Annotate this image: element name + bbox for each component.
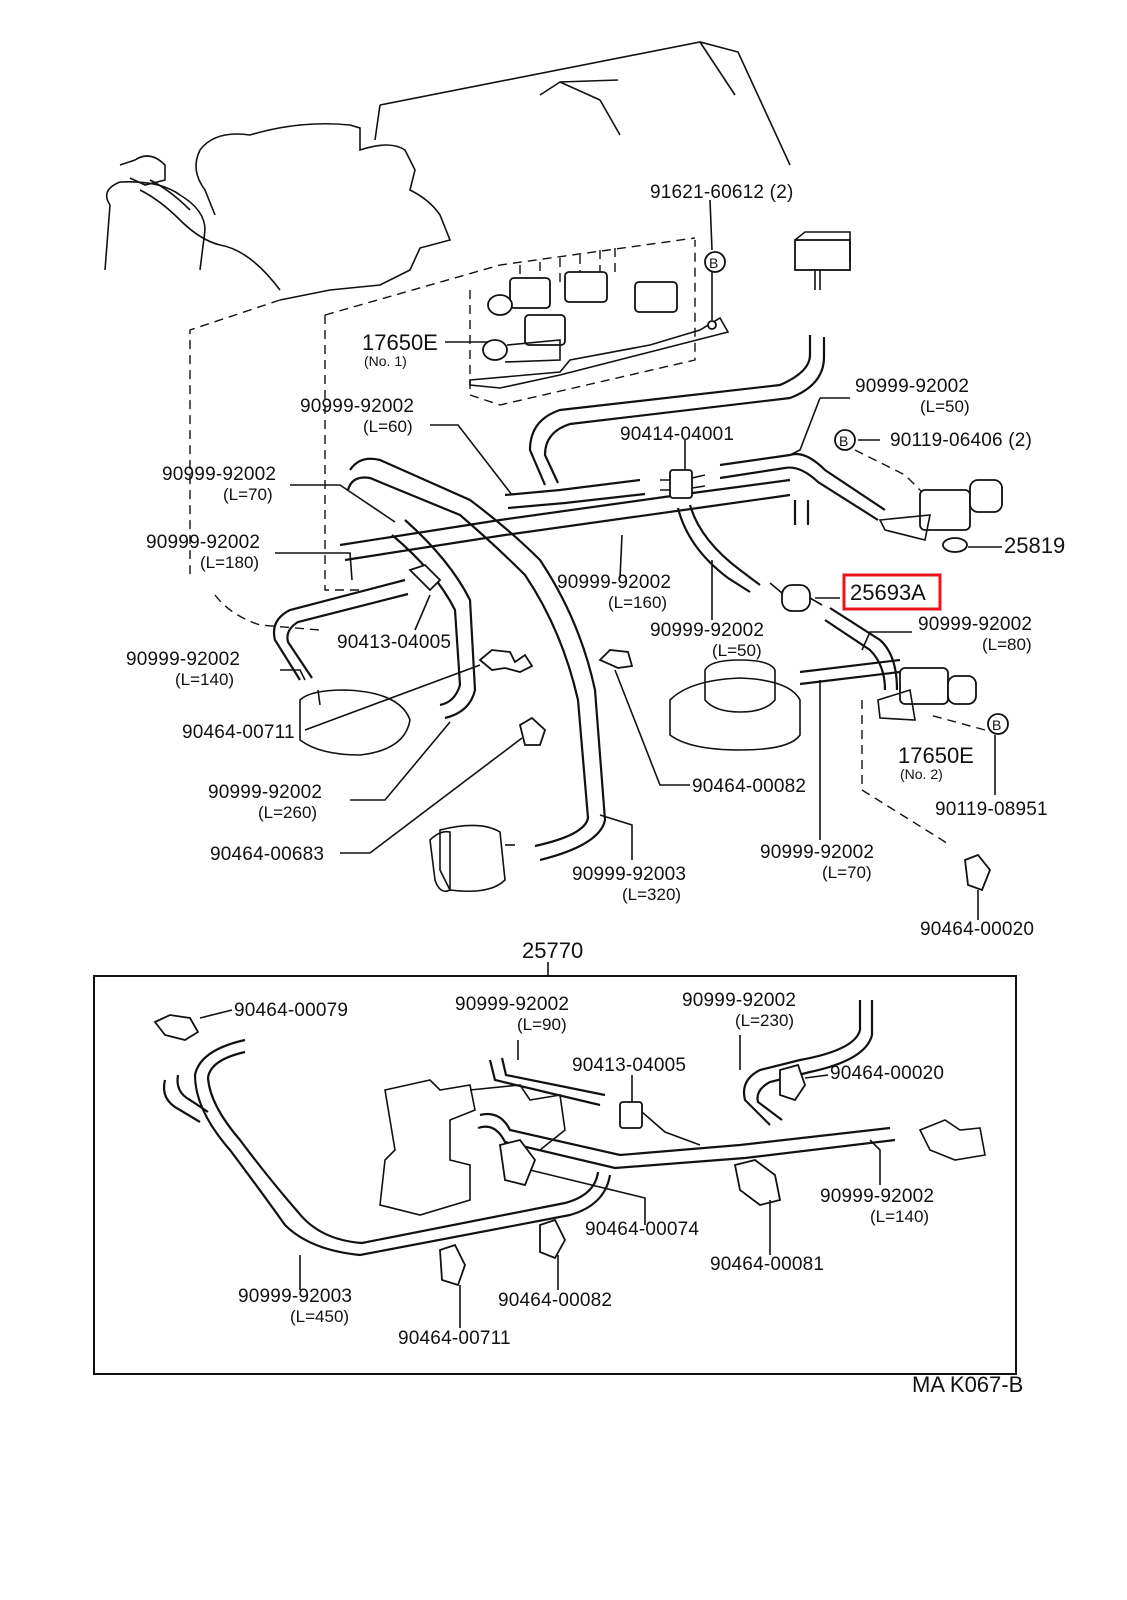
part-label: 90999-92002 (557, 572, 671, 593)
part-label: 90999-92002 (918, 614, 1032, 635)
part-label: 90119-06406 (2) (890, 430, 1032, 451)
callout-b-icon: B (834, 429, 856, 451)
part-label: 90464-00074 (585, 1219, 699, 1240)
hose-routing (214, 231, 901, 862)
part-label: 90999-92002 (126, 649, 240, 670)
charcoal-canister (669, 659, 801, 751)
highlight-box (842, 573, 942, 611)
part-label: 90413-04005 (572, 1055, 686, 1076)
part-label: 25819 (1004, 533, 1065, 558)
part-note: (L=90) (517, 1015, 567, 1034)
assembly-label: 25770 (522, 938, 583, 963)
vsv-no2 (861, 667, 986, 846)
vsv-no1 (469, 240, 730, 406)
callout-b-markers: B B B (704, 251, 1009, 735)
vsv-25819 (854, 449, 1003, 553)
part-note: (L=80) (982, 635, 1032, 654)
part-note: (L=320) (622, 885, 681, 904)
hose-clips (408, 563, 992, 892)
part-label: 90413-04005 (337, 632, 451, 653)
svg-text:B: B (709, 255, 718, 271)
part-note: (L=60) (363, 417, 413, 436)
callout-b-icon: B (987, 713, 1009, 735)
assembly-box (93, 975, 1017, 1375)
part-note: (L=230) (735, 1011, 794, 1030)
part-label: 17650E (898, 743, 974, 768)
part-label: 90999-92002 (820, 1186, 934, 1207)
vacuum-diaphragm-lower (429, 824, 515, 893)
highlighted-part-label: 25693A (850, 580, 926, 605)
part-label: 90464-00082 (498, 1290, 612, 1311)
part-label: 90414-04001 (620, 424, 734, 445)
leader-lines-box (199, 1009, 881, 1328)
part-note: (L=260) (258, 803, 317, 822)
part-label: 90464-00020 (920, 919, 1034, 940)
part-label: 90999-92002 (208, 782, 322, 803)
part-label: 90119-08951 (935, 799, 1048, 820)
part-label: 90464-00711 (398, 1328, 511, 1349)
assembly-drawing (153, 1000, 986, 1287)
part-label: 90464-00079 (234, 1000, 348, 1021)
svg-text:B: B (839, 433, 848, 449)
part-note: (L=180) (200, 553, 259, 572)
vacuum-diaphragm-left (299, 689, 411, 756)
three-way-connector (660, 469, 706, 499)
box-labels: 90464-00079 90999-92002 (L=90) 90999-920… (234, 990, 944, 1349)
part-label: 90999-92002 (682, 990, 796, 1011)
part-note: (L=50) (920, 397, 970, 416)
part-label: 90999-92003 (238, 1286, 352, 1307)
part-note: (L=140) (870, 1207, 929, 1226)
leader-lines-top (275, 199, 1002, 920)
part-note: (No. 1) (364, 353, 407, 369)
part-label: 90999-92002 (146, 532, 260, 553)
part-label: 90999-92002 (455, 994, 569, 1015)
part-note: (L=50) (712, 641, 762, 660)
part-label: 90999-92002 (650, 620, 764, 641)
reference-code: MA K067-B (912, 1372, 1023, 1397)
part-label: 90999-92002 (855, 376, 969, 397)
part-label: 90999-92002 (300, 396, 414, 417)
fuel-vapor-filter (769, 582, 823, 612)
callout-b-icon: B (704, 251, 726, 273)
part-label: 91621-60612 (2) (650, 182, 794, 203)
top-labels: 91621-60612 (2) 17650E (No. 1) 90999-920… (126, 182, 1065, 940)
engine-outline (104, 41, 791, 591)
part-label: 90464-00711 (182, 722, 295, 743)
svg-text:B: B (992, 717, 1001, 733)
part-label: 90464-00082 (692, 776, 806, 797)
part-note: (L=70) (822, 863, 872, 882)
part-note: (L=450) (290, 1307, 349, 1326)
part-label: 17650E (362, 330, 438, 355)
part-note: (No. 2) (900, 766, 943, 782)
part-label: 90999-92002 (162, 464, 276, 485)
part-label: 90464-00020 (830, 1063, 944, 1084)
part-note: (L=140) (175, 670, 234, 689)
part-label: 90999-92003 (572, 864, 686, 885)
part-label: 90464-00081 (710, 1254, 824, 1275)
part-label: 90999-92002 (760, 842, 874, 863)
part-label: 90464-00683 (210, 844, 324, 865)
part-note: (L=160) (608, 593, 667, 612)
part-note: (L=70) (223, 485, 273, 504)
